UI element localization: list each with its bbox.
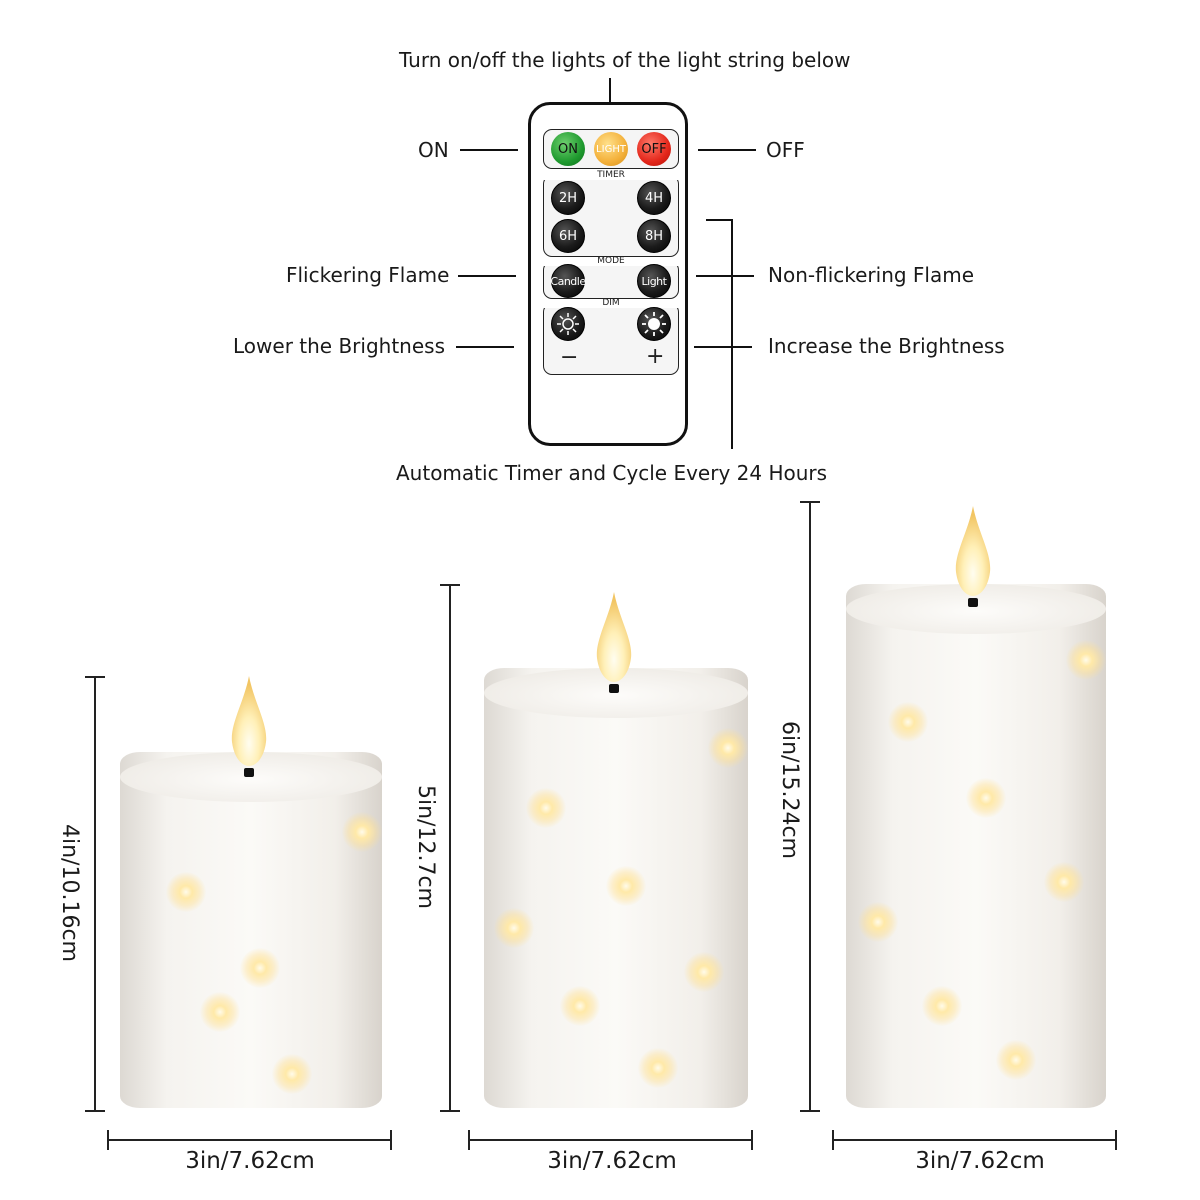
light-dot (166, 872, 206, 912)
dimension-tick (832, 1130, 834, 1150)
wick (244, 768, 254, 777)
leader-increase (694, 346, 752, 348)
remote-control: ON LIGHT OFF TIMER 2H 4H 6H 8H MODE Cand… (528, 102, 688, 446)
on-button[interactable]: ON (551, 132, 585, 166)
dimension-tick (390, 1130, 392, 1150)
light-dot (966, 778, 1006, 818)
height-label-large: 6in/15.24cm (777, 721, 802, 859)
annotation-off: OFF (766, 138, 805, 162)
dimension-tick (800, 501, 820, 503)
candle-mode-button[interactable]: Candle (550, 264, 586, 298)
candle-small (120, 752, 382, 1108)
off-button[interactable]: OFF (637, 132, 671, 166)
light-dot (560, 986, 600, 1026)
width-dimension-large (833, 1139, 1117, 1141)
candle-large (846, 584, 1106, 1108)
dim-down-button[interactable] (551, 307, 585, 341)
width-label-small: 3in/7.62cm (185, 1148, 315, 1174)
height-dimension-medium (449, 585, 451, 1111)
light-dot (1044, 862, 1084, 902)
width-label-large: 3in/7.62cm (915, 1148, 1045, 1174)
annotation-top: Turn on/off the lights of the light stri… (399, 48, 851, 72)
dimension-tick (85, 676, 105, 678)
light-dot (922, 986, 962, 1026)
timer-panel: TIMER 2H 4H 6H 8H (543, 171, 679, 257)
dimension-tick (800, 1110, 820, 1112)
light-dot (1066, 640, 1106, 680)
sun-dim-icon (557, 313, 579, 335)
dimension-tick (751, 1130, 753, 1150)
timer-4h-button[interactable]: 4H (637, 181, 671, 215)
dimension-tick (440, 584, 460, 586)
width-dimension-medium (469, 1139, 753, 1141)
dimension-tick (1115, 1130, 1117, 1150)
light-dot (638, 1048, 678, 1088)
light-dot (858, 902, 898, 942)
timer-label: TIMER (544, 171, 678, 180)
leader-top (609, 78, 611, 102)
leader-off (698, 149, 756, 151)
timer-8h-button[interactable]: 8H (637, 219, 671, 253)
height-dimension-large (809, 502, 811, 1111)
dimension-tick (107, 1130, 109, 1150)
annotation-on: ON (418, 138, 449, 162)
light-dot (684, 952, 724, 992)
dim-panel: DIM − (543, 299, 679, 375)
light-dot (888, 702, 928, 742)
light-button[interactable]: LIGHT (594, 132, 628, 166)
annotation-lower: Lower the Brightness (233, 334, 445, 358)
annotation-flicker: Flickering Flame (286, 263, 450, 287)
mode-panel: MODE Candle Light (543, 257, 679, 299)
annotation-increase: Increase the Brightness (768, 334, 1005, 358)
mode-label: MODE (544, 257, 678, 266)
light-dot (494, 908, 534, 948)
leader-non-flicker (696, 275, 754, 277)
light-dot (240, 948, 280, 988)
flame-icon (955, 506, 991, 596)
leader-flicker (458, 275, 516, 277)
height-dimension-small (94, 677, 96, 1111)
dim-label: DIM (544, 299, 678, 308)
timer-6h-button[interactable]: 6H (551, 219, 585, 253)
sun-bright-icon (642, 312, 666, 336)
dimension-tick (468, 1130, 470, 1150)
light-dot (606, 866, 646, 906)
dimension-tick (440, 1110, 460, 1112)
timer-2h-button[interactable]: 2H (551, 181, 585, 215)
candle-medium (484, 668, 748, 1108)
height-label-medium: 5in/12.7cm (413, 785, 438, 909)
width-dimension-small (108, 1139, 392, 1141)
leader-lower (456, 346, 514, 348)
light-dot (526, 788, 566, 828)
leader-timer-h (706, 219, 732, 221)
light-dot (996, 1040, 1036, 1080)
annotation-non-flicker: Non-flickering Flame (768, 263, 975, 287)
power-panel: ON LIGHT OFF (543, 129, 679, 169)
light-mode-button[interactable]: Light (637, 264, 671, 298)
annotation-timer: Automatic Timer and Cycle Every 24 Hours (396, 461, 828, 485)
leader-on (460, 149, 518, 151)
dim-up-button[interactable] (637, 307, 671, 341)
light-dot (342, 812, 382, 852)
flame-icon (231, 676, 267, 766)
light-dot (708, 728, 748, 768)
wick (609, 684, 619, 693)
dimension-tick (85, 1110, 105, 1112)
dim-minus-sign: − (560, 345, 579, 370)
dim-plus-sign: + (646, 344, 665, 369)
height-label-small: 4in/10.16cm (57, 824, 82, 962)
leader-timer-v (731, 219, 733, 449)
flame-icon (596, 592, 632, 682)
light-dot (272, 1054, 312, 1094)
wick (968, 598, 978, 607)
light-dot (200, 992, 240, 1032)
width-label-medium: 3in/7.62cm (547, 1148, 677, 1174)
